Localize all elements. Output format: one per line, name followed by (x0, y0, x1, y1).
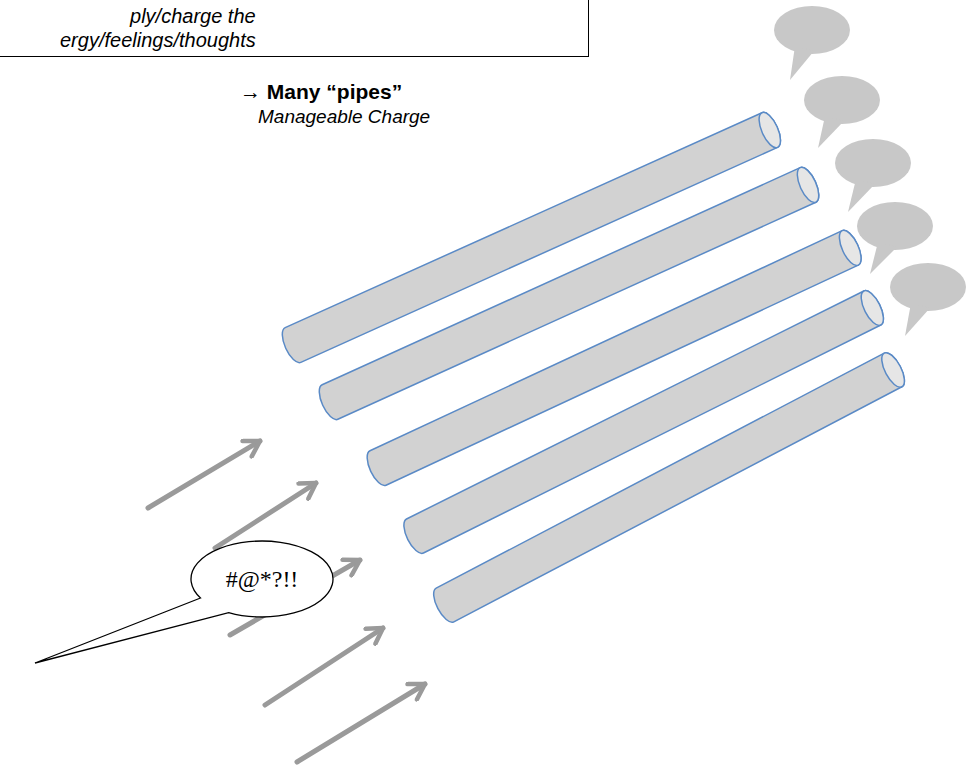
node-text: #@*?!! (226, 566, 299, 593)
heading-label: → Many “pipes” (240, 80, 402, 104)
subheading-label: Manageable Charge (258, 106, 430, 128)
speech-bubble: #@*?!! (190, 540, 334, 618)
pipes (278, 109, 909, 625)
node-text: ply/charge the ergy/feelings/thoughts (60, 4, 256, 52)
note-box: ply/charge the ergy/feelings/thoughts (0, 0, 589, 57)
bubble-path (35, 541, 333, 663)
